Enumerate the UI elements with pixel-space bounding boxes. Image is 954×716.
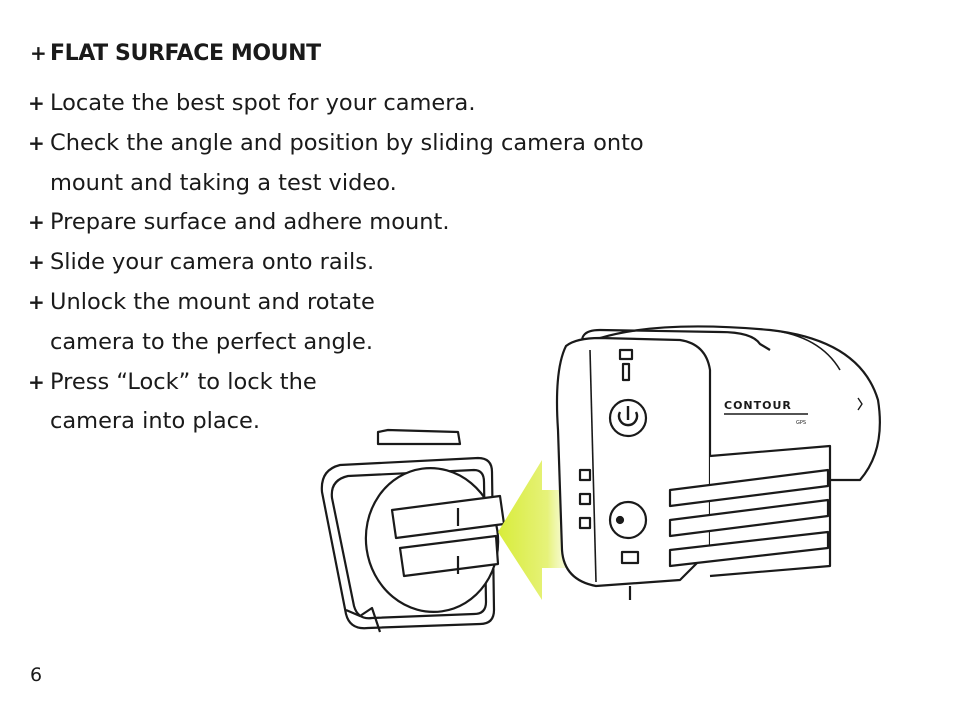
step-text-line: Locate the best spot for your camera. — [50, 90, 476, 116]
step-text-line: Slide your camera onto rails. — [50, 249, 375, 276]
plus-bullet-icon: + — [28, 210, 45, 235]
page-number: 6 — [30, 664, 43, 686]
step-text-line: camera to the perfect angle. — [50, 328, 373, 355]
section-heading: +FLAT SURFACE MOUNT — [30, 41, 321, 66]
heading-title: FLAT SURFACE MOUNT — [50, 41, 321, 66]
plus-bullet-icon: + — [28, 369, 45, 394]
step-text-line: Prepare surface and adhere mount. — [50, 209, 450, 236]
list-item: + Press “Lock” to lock the camera into p… — [28, 363, 644, 443]
camera — [555, 325, 881, 600]
step-text-line: mount and taking a test video. — [50, 169, 397, 196]
heading-plus-icon: + — [30, 41, 47, 65]
plus-bullet-icon: + — [28, 91, 45, 115]
step-text-line: Press “Lock” to lock the — [50, 368, 317, 395]
camera-mount-illustration: CONTOUR GPS — [320, 325, 881, 633]
step-text-line: Check the angle and position by sliding … — [50, 129, 644, 156]
flat-surface-mount — [320, 428, 506, 633]
list-item: + Check the angle and position by slidin… — [28, 124, 644, 204]
list-item: + Prepare surface and adhere mount. — [28, 203, 644, 243]
step-text-line: Unlock the mount and rotate — [50, 288, 375, 315]
camera-model-label: GPS — [796, 420, 806, 426]
step-text-line: camera into place. — [50, 408, 261, 435]
plus-bullet-icon: + — [28, 289, 45, 314]
camera-brand-label: CONTOUR — [724, 399, 792, 412]
list-item: + Slide your camera onto rails. — [28, 243, 644, 283]
list-item: + Locate the best spot for your camera. — [28, 84, 644, 124]
plus-bullet-icon: + — [28, 250, 45, 275]
list-item: + Unlock the mount and rotate camera to … — [28, 283, 644, 363]
plus-bullet-icon: + — [28, 130, 45, 155]
instruction-list: + Locate the best spot for your camera. … — [28, 84, 644, 442]
